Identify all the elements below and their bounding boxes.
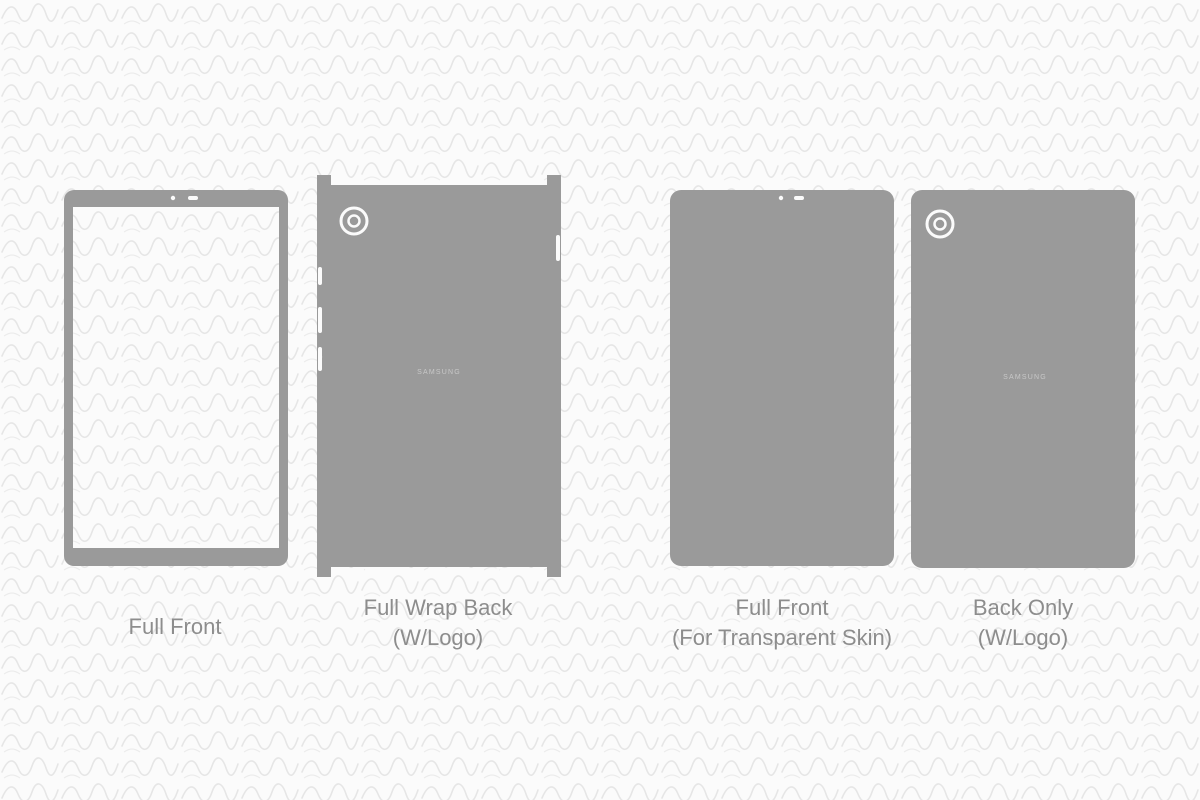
label-line: Full Wrap Back [363, 595, 513, 620]
label-line: (For Transparent Skin) [671, 625, 893, 650]
label-line: (W/Logo) [392, 625, 484, 650]
panel-label-full-front: Full Front [75, 612, 275, 642]
label-line: Full Front [735, 595, 829, 620]
samsung-logo: SAMSUNG [1003, 374, 1047, 381]
tablet-back-only-icon: SAMSUNG [911, 190, 1135, 568]
label-line: (W/Logo) [977, 625, 1069, 650]
tablet-front-frame-icon [64, 190, 288, 566]
tablet-front-solid-icon [670, 190, 894, 566]
label-line: Back Only [972, 595, 1074, 620]
panel-label-back-only: Back Only (W/Logo) [923, 593, 1123, 653]
label-line: Full Front [128, 614, 222, 639]
tablet-wrap-back-icon: SAMSUNG [317, 175, 561, 577]
panel-label-full-wrap-back: Full Wrap Back (W/Logo) [338, 593, 538, 653]
panel-label-full-front-transparent: Full Front (For Transparent Skin) [642, 593, 922, 653]
samsung-logo: SAMSUNG [417, 369, 461, 376]
